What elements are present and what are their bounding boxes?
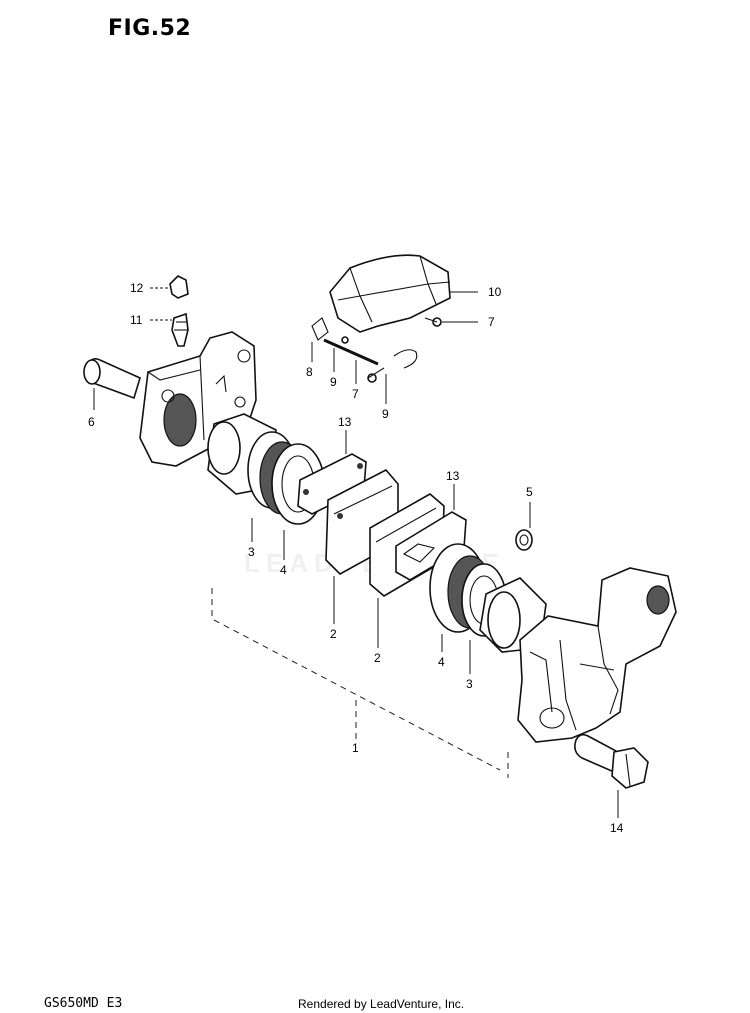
callout-9-left: 9 xyxy=(330,375,337,389)
callout-5: 5 xyxy=(526,485,533,499)
callout-1: 1 xyxy=(352,741,359,755)
pad-cover-part xyxy=(329,254,451,333)
callout-14: 14 xyxy=(610,821,624,835)
callout-12: 12 xyxy=(130,281,144,295)
model-code: GS650MD E3 xyxy=(44,996,123,1011)
pad-pins-part xyxy=(311,317,442,383)
callout-7-lower: 7 xyxy=(352,387,359,401)
caliper-housing-right-part xyxy=(517,567,677,743)
callout-4-right: 4 xyxy=(438,655,445,669)
callout-2-right: 2 xyxy=(374,651,381,665)
callout-13-right: 13 xyxy=(446,469,460,483)
mounting-bolt-part xyxy=(83,358,141,400)
callout-labels: 12 11 6 10 7 8 9 7 9 13 13 5 3 4 2 2 4 3… xyxy=(88,281,624,835)
callout-11: 11 xyxy=(130,313,143,327)
callout-7-upper: 7 xyxy=(488,315,495,329)
assembly-outline xyxy=(211,588,509,778)
callout-8: 8 xyxy=(306,365,313,379)
callout-9-right: 9 xyxy=(382,407,389,421)
callout-10: 10 xyxy=(488,285,502,299)
callout-3-right: 3 xyxy=(466,677,473,691)
callout-4-left: 4 xyxy=(280,563,287,577)
figure-title: FIG.52 xyxy=(108,16,192,41)
o-ring-part xyxy=(515,529,533,551)
callout-6: 6 xyxy=(88,415,95,429)
render-credit: Rendered by LeadVenture, Inc. xyxy=(298,997,465,1011)
bleeder-valve-part xyxy=(171,312,189,347)
bleeder-cap-part xyxy=(169,275,189,299)
leader-lines xyxy=(93,287,619,818)
callout-2-left: 2 xyxy=(330,627,337,641)
callout-13-left: 13 xyxy=(338,415,352,429)
callout-3-left: 3 xyxy=(248,545,255,559)
mounting-bolt-lower-part xyxy=(574,733,649,789)
